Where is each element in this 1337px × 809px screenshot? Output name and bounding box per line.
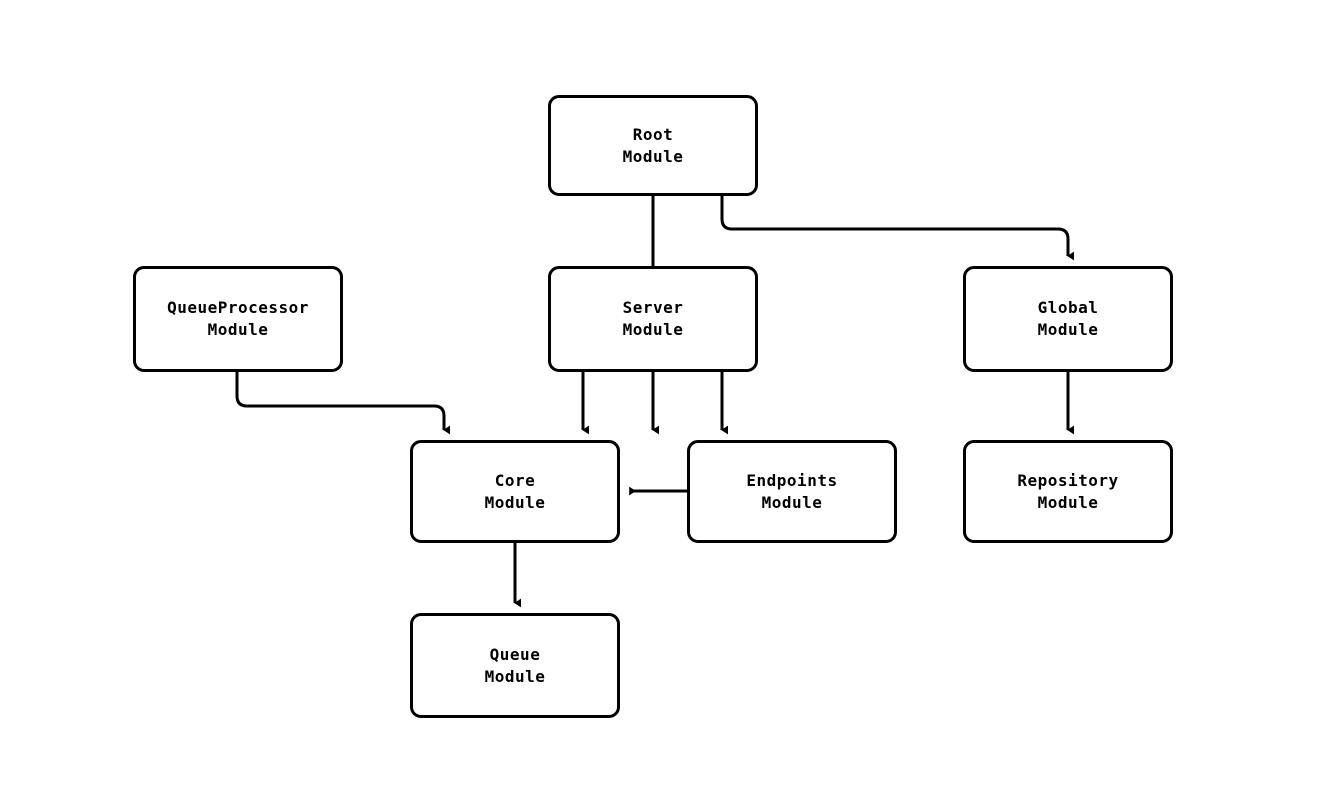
node-queueprocessor-module[interactable]: QueueProcessor Module (133, 266, 343, 372)
edge-root-to-global (720, 196, 1074, 261)
node-label-line2: Module (761, 492, 823, 512)
node-label-line1: Endpoints (746, 470, 838, 490)
node-root-module[interactable]: Root Module (548, 95, 758, 196)
node-label-line1: Global (1037, 298, 1099, 317)
node-repository-module[interactable]: Repository Module (963, 440, 1173, 543)
node-label-line2: Module (484, 666, 546, 686)
node-core-module[interactable]: Core Module (410, 440, 620, 543)
node-label-line2: Module (207, 320, 269, 339)
node-label-line2: Module (622, 320, 684, 339)
node-label-line2: Module (1037, 492, 1099, 512)
node-label-line1: Queue (489, 644, 541, 664)
node-label-line1: Repository (1017, 470, 1119, 490)
node-global-module[interactable]: Global Module (963, 266, 1173, 372)
edge-queueprocessor-to-core (235, 372, 450, 435)
node-endpoints-module[interactable]: Endpoints Module (687, 440, 897, 543)
node-label-line2: Module (1037, 320, 1099, 339)
node-label-line1: Core (494, 470, 536, 490)
node-label-line2: Module (622, 146, 684, 166)
node-label-line1: Root (632, 124, 674, 144)
node-server-module[interactable]: Server Module (548, 266, 758, 372)
node-queue-module[interactable]: Queue Module (410, 613, 620, 718)
node-label-line1: QueueProcessor (167, 298, 309, 317)
node-label-line1: Server (622, 298, 684, 317)
node-label-line2: Module (484, 492, 546, 512)
